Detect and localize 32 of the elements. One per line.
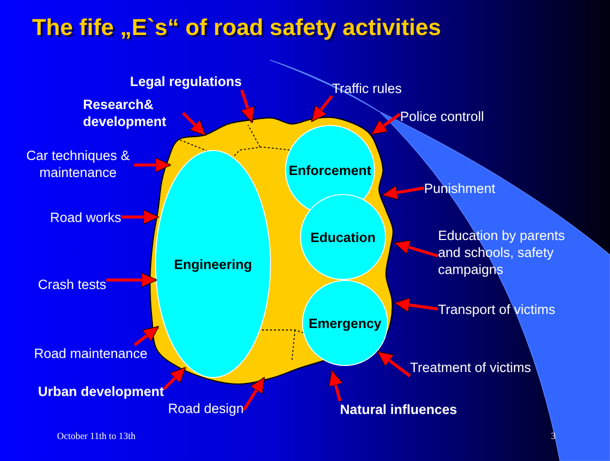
- category-label: Education: [310, 230, 376, 244]
- arrow: [182, 112, 206, 136]
- category-label: Emergency: [308, 316, 382, 330]
- activity-label: Police controll: [400, 108, 484, 125]
- activity-label: Car techniques & maintenance: [25, 147, 131, 181]
- activity-label: Traffic rules: [332, 80, 402, 97]
- activity-label: Road maintenance: [34, 345, 148, 362]
- activity-label: Road design: [168, 400, 244, 417]
- arrow: [106, 272, 158, 288]
- activity-label: Transport of victims: [438, 301, 556, 318]
- arrow: [382, 185, 424, 200]
- arrow: [310, 95, 334, 122]
- arrow: [328, 370, 343, 402]
- category-label: Enforcement: [288, 162, 372, 178]
- activity-label: Legal regulations: [130, 73, 242, 90]
- arrow: [162, 366, 186, 390]
- arrow: [240, 90, 255, 124]
- arrow: [377, 350, 411, 378]
- footer-date: October 11th to 13th: [57, 432, 136, 442]
- arrow: [394, 240, 438, 258]
- activity-label: Treatment of victims: [410, 359, 532, 376]
- arrow: [394, 298, 438, 312]
- slide-title: The fife „E`s“ of road safety activities: [32, 14, 442, 41]
- activity-label: Urban development: [38, 383, 164, 400]
- activity-label: Natural influences: [340, 401, 458, 418]
- category-label: Engineering: [174, 256, 252, 272]
- activity-label: Research& development: [83, 96, 168, 130]
- arrow: [242, 377, 266, 411]
- activity-label: Crash tests: [38, 276, 106, 293]
- arrow: [134, 157, 172, 173]
- activity-label: Road works: [50, 209, 122, 226]
- arrow: [121, 209, 160, 225]
